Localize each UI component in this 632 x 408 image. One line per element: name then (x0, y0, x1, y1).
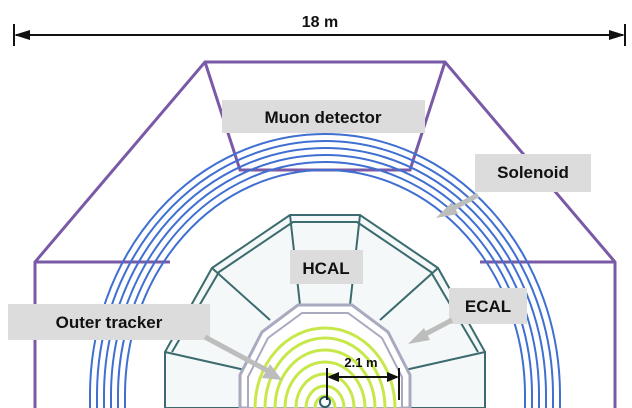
outer-tracker-label: Outer tracker (56, 313, 163, 332)
muon-detector-callout: Muon detector (222, 100, 425, 133)
solenoid-arrow (436, 202, 458, 218)
hcal-label: HCAL (302, 259, 349, 278)
inner-radius-dimension: 2.1 m (326, 355, 400, 400)
muon-detector-label: Muon detector (264, 108, 381, 127)
total-width-label: 18 m (302, 14, 338, 31)
ecal-label: ECAL (465, 297, 511, 316)
inner-radius-label: 2.1 m (344, 355, 377, 370)
total-width-dimension: 18 m (13, 14, 626, 46)
solenoid-callout: Solenoid (436, 154, 591, 218)
beam-pipe-center (319, 396, 331, 408)
outer-tracker-callout: Outer tracker (8, 304, 282, 380)
outer-tracker-arrow (262, 364, 282, 380)
solenoid-label: Solenoid (497, 163, 569, 182)
hcal-callout: HCAL (290, 250, 363, 284)
ecal-callout: ECAL (408, 288, 527, 344)
ecal-arrow (408, 328, 430, 344)
